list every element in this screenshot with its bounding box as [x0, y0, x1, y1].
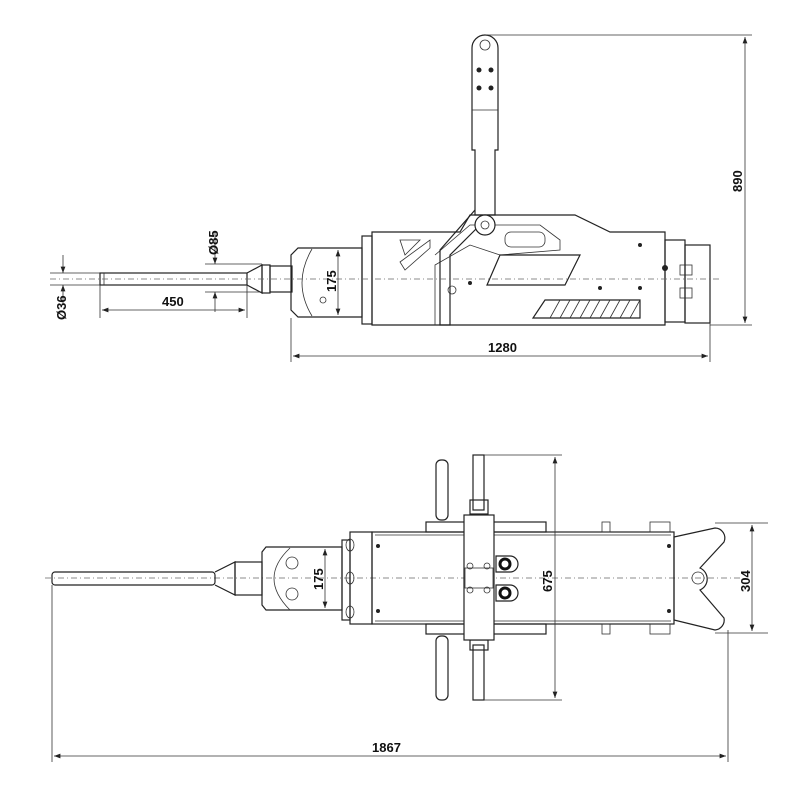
dim-collar-diameter: Ø85	[206, 230, 221, 255]
dim-head-width: 175	[324, 270, 339, 292]
dim-head-width-top: 175	[311, 568, 326, 590]
dim-tool-diameter: Ø36	[54, 295, 69, 320]
dim-tool-length: 450	[162, 294, 184, 309]
side-view: Ø36 Ø85 450 175 1280 890	[50, 34, 752, 362]
hatched-plate	[531, 299, 641, 319]
front-head-top	[261, 531, 373, 625]
top-dimensions: 175 675 304 1867	[51, 454, 768, 762]
dim-yoke-width: 304	[738, 570, 753, 592]
dim-overall-height: 890	[730, 170, 745, 192]
chisel-tool-top	[51, 561, 263, 596]
main-body	[371, 214, 668, 326]
dim-total-length: 1867	[372, 740, 401, 755]
side-dimensions: Ø36 Ø85 450 175 1280 890	[50, 34, 752, 362]
rear-yoke	[673, 527, 726, 631]
dim-handle-span: 675	[540, 570, 555, 592]
top-view: 175 675 304 1867	[45, 454, 768, 762]
dim-overall-length: 1280	[488, 340, 517, 355]
handle-arm	[439, 34, 499, 326]
handles-top	[435, 454, 519, 701]
rear-bracket	[664, 239, 711, 324]
